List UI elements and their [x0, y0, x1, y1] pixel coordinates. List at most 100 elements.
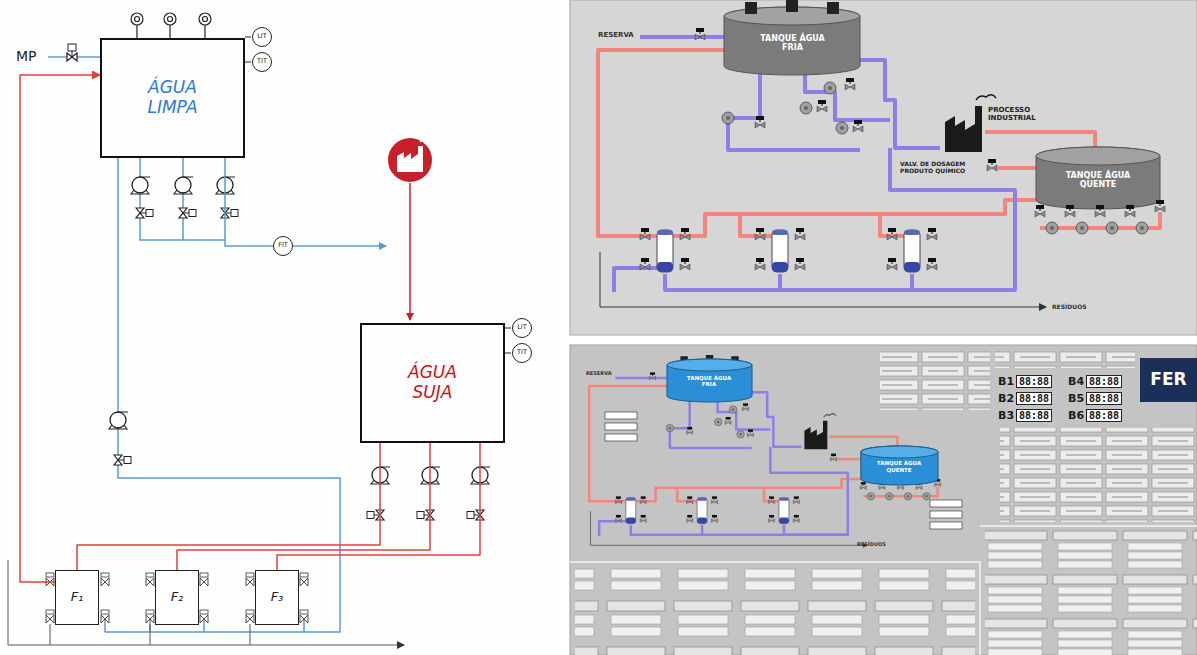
valve-group [101, 610, 109, 623]
drain-line [8, 560, 404, 645]
instrument-circle: TIT [252, 52, 272, 72]
label-text: B5 [1068, 392, 1084, 405]
tank-label: TANQUE ÁGUA FRIA [674, 368, 744, 394]
valve-group [246, 610, 254, 623]
scada-panel [570, 0, 1197, 335]
leader-line [245, 37, 511, 353]
illustration [109, 412, 128, 429]
illustration [131, 177, 150, 194]
label-text: RESERVA [598, 31, 634, 39]
valve-group [146, 573, 154, 586]
label-text: PROCESSO INDUSTRIAL [988, 106, 1050, 122]
agitator-symbol [203, 17, 208, 22]
illustration [174, 177, 193, 194]
timer-display: 88:88 [1016, 375, 1052, 388]
valve-group [101, 573, 109, 586]
logo-box: FER [1140, 358, 1197, 402]
node-text: FER [1150, 370, 1186, 390]
filter-box: F₁ [55, 570, 99, 625]
label-text: VALV. DE DOSAGEM PRODUTO QUÍMICO [900, 160, 982, 174]
illustration [589, 355, 941, 545]
pipe-connector [20, 75, 100, 582]
illustration [417, 510, 434, 520]
pipe-connector [277, 443, 480, 570]
illustration [179, 208, 196, 218]
cold-tank [667, 359, 752, 402]
illustration [367, 510, 384, 520]
label-text: RESERVA [586, 370, 612, 376]
dotted-paper [0, 0, 560, 655]
pipe-line [140, 158, 225, 240]
button-grid [985, 530, 1197, 655]
label-text: B4 [1068, 375, 1084, 388]
button-grid [880, 350, 990, 410]
label-text: B2 [998, 392, 1014, 405]
instrument-circle: TIT [512, 343, 532, 363]
pipe-connector [177, 443, 430, 570]
timer-box [605, 434, 637, 441]
label-text: B3 [998, 409, 1014, 422]
timer-box [930, 511, 962, 518]
agitator-symbol [131, 13, 143, 25]
factory-icon [388, 138, 432, 182]
node-text: LIT [517, 324, 527, 331]
button-grid [575, 567, 975, 655]
node-text: LIT [257, 33, 267, 40]
label-text: RESÍDUOS [1052, 303, 1087, 310]
filter-box: F₃ [255, 570, 299, 625]
label-text: B1 [998, 375, 1014, 388]
timer-display: 88:88 [1086, 392, 1122, 405]
pipe-connector [77, 443, 380, 570]
hot-tank [861, 446, 938, 485]
valve-group [46, 610, 54, 623]
tank-label: TANQUE ÁGUA QUENTE [864, 454, 934, 479]
timer-display: 88:88 [1086, 375, 1122, 388]
illustration [67, 44, 77, 61]
valve-group [146, 610, 154, 623]
node-text: TIT [517, 349, 527, 356]
clean-water-tank: ÁGUA LIMPA [100, 38, 245, 158]
node-text: F₂ [171, 590, 184, 605]
instrument-circle: LIT [512, 318, 532, 338]
agitator-symbol [199, 13, 211, 25]
node-text: FIT [278, 242, 288, 249]
dirty-water-tank: ÁGUA SUJA [360, 323, 505, 443]
illustration [467, 510, 484, 520]
timer-display: 88:88 [1016, 392, 1052, 405]
cold-tank [667, 359, 752, 371]
valve-group [246, 573, 254, 586]
timer-box [605, 423, 637, 430]
node-text: TANQUE ÁGUA QUENTE [1060, 171, 1136, 189]
agitator-symbol [137, 25, 205, 38]
pipe-line [105, 158, 340, 632]
hot-tank [861, 446, 938, 458]
timer-box [930, 522, 962, 529]
node-text: TANQUE ÁGUA FRIA [683, 375, 735, 388]
valve-group [200, 610, 208, 623]
node-text: TANQUE ÁGUA QUENTE [871, 460, 927, 473]
agitator-symbol [131, 13, 211, 38]
node-text: TANQUE ÁGUA FRIA [758, 34, 828, 52]
filter-box: F₂ [155, 570, 199, 625]
factory-icon [388, 138, 432, 182]
node-text: TIT [257, 58, 267, 65]
pipe-line [293, 245, 386, 247]
factory-icon [397, 146, 423, 172]
scada-panel [570, 345, 1197, 655]
illustration [114, 455, 131, 465]
timer-box [605, 412, 637, 419]
drain-line [50, 624, 250, 645]
node-text: ÁGUA LIMPA [128, 78, 218, 117]
label-text: MP [16, 48, 37, 64]
valve-group [300, 610, 308, 623]
node-text: ÁGUA SUJA [388, 363, 478, 402]
illustration [221, 208, 238, 218]
instrument-circle: FIT [273, 236, 293, 256]
valve-group [46, 573, 54, 586]
pipe-connector [225, 158, 273, 246]
leader-line [245, 37, 511, 353]
button-grid [995, 350, 1135, 368]
drain-line [8, 560, 404, 645]
timer-box [930, 500, 962, 507]
